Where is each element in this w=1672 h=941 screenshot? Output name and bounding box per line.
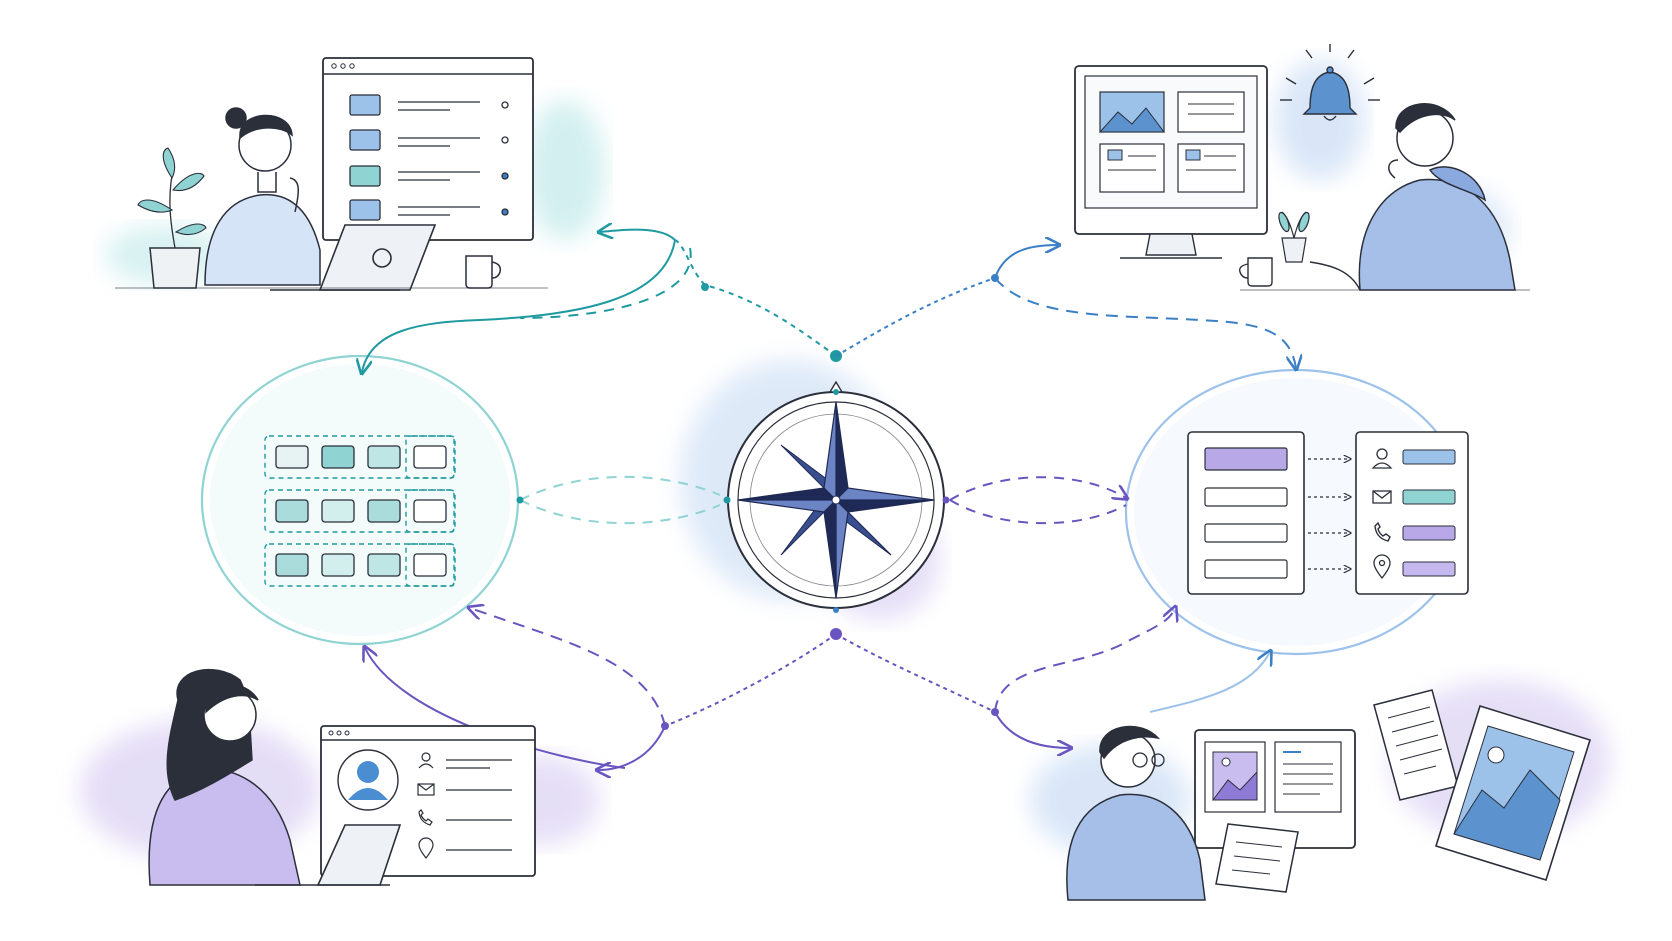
contact-mapping-bubble <box>1124 368 1469 656</box>
grid-rows <box>264 435 456 587</box>
compass-hub <box>723 350 950 640</box>
scene-bottom-left <box>148 668 536 886</box>
tablet-icon <box>1215 823 1299 893</box>
scene-bottom-right <box>1066 689 1592 901</box>
location-pin-icon <box>1373 554 1391 580</box>
avatar-icon <box>337 749 399 811</box>
grid-layout-bubble <box>200 354 520 646</box>
phone-icon <box>1374 521 1391 542</box>
person-thinking-icon <box>1309 103 1516 291</box>
scene-top-left <box>115 57 548 291</box>
person-icon <box>421 752 431 762</box>
person-at-laptop-icon <box>204 107 321 286</box>
phone-icon <box>418 809 433 826</box>
person-long-hair-icon <box>148 668 301 886</box>
laptop-icon <box>270 224 437 291</box>
small-plant-icon <box>1278 211 1310 263</box>
list-screen-window <box>322 57 534 241</box>
coffee-mug-icon <box>465 255 502 289</box>
location-pin-icon <box>418 837 434 859</box>
monitor-with-image-icon <box>1194 729 1356 849</box>
form-card <box>1187 431 1305 595</box>
envelope-icon <box>417 783 435 796</box>
photo-card-icon <box>1434 705 1592 881</box>
person-with-glasses-icon <box>1066 725 1206 901</box>
hub-node-left <box>723 496 731 504</box>
person-icon <box>1371 448 1393 469</box>
hub-node-right <box>942 496 950 504</box>
document-sheet-icon <box>1373 689 1459 801</box>
bell-icon <box>1280 44 1380 121</box>
mapping-arrows <box>1308 459 1350 569</box>
connector-paths <box>362 230 1296 770</box>
compass-rose-icon <box>727 380 945 609</box>
laptop-icon <box>255 824 402 886</box>
envelope-icon <box>1372 490 1392 504</box>
scene-top-right <box>1074 44 1530 291</box>
coffee-mug-icon <box>1238 257 1273 287</box>
desktop-monitor-icon <box>1074 65 1268 259</box>
contact-card <box>1355 431 1469 595</box>
